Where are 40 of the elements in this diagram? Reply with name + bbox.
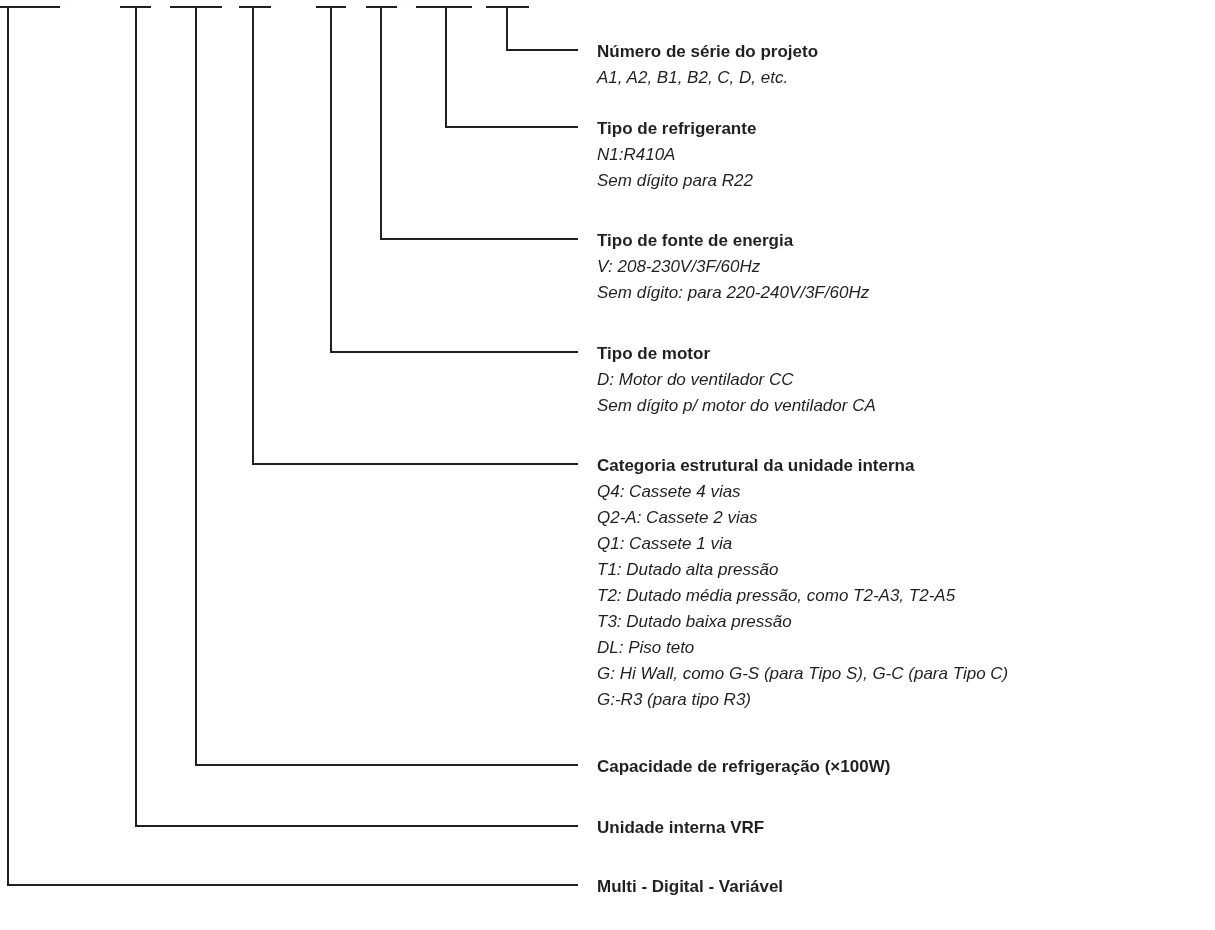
leader-line — [380, 7, 579, 240]
code-description: Sem dígito p/ motor do ventilador CA — [597, 395, 876, 417]
leader-line — [195, 7, 579, 766]
code-description: Q4: Cassete 4 vias — [597, 481, 741, 503]
code-description: Q1: Cassete 1 via — [597, 533, 733, 555]
code-description: T2: Dutado média pressão, como T2-A3, T2-A5 — [597, 585, 956, 607]
code-description: G:-R3 (para tipo R3) — [597, 689, 751, 711]
field-heading: Unidade interna VRF — [597, 817, 765, 839]
leader-line — [135, 7, 579, 827]
code-description: Sem dígito para R22 — [597, 170, 753, 192]
leader-line — [330, 7, 579, 353]
code-slot-line — [120, 6, 151, 8]
code-description: Q2-A: Cassete 2 vias — [597, 507, 758, 529]
code-description: DL: Piso teto — [597, 637, 695, 659]
field-heading: Tipo de fonte de energia — [597, 230, 794, 252]
code-description: T3: Dutado baixa pressão — [597, 611, 792, 633]
code-description: T1: Dutado alta pressão — [597, 559, 779, 581]
code-description: V: 208-230V/3F/60Hz — [597, 256, 761, 278]
field-heading: Multi - Digital - Variável — [597, 876, 784, 898]
code-slot-line — [416, 6, 472, 8]
code-description: N1:R410A — [597, 144, 676, 166]
code-description: G: Hi Wall, como G-S (para Tipo S), G-C (para Tipo C) — [597, 663, 1009, 685]
code-description: Sem dígito: para 220-240V/3F/60Hz — [597, 282, 870, 304]
field-heading: Tipo de refrigerante — [597, 118, 757, 140]
field-heading: Número de série do projeto — [597, 41, 819, 63]
field-heading: Categoria estrutural da unidade interna — [597, 455, 915, 477]
leader-line — [506, 7, 579, 51]
leader-line — [445, 7, 579, 128]
code-description: A1, A2, B1, B2, C, D, etc. — [597, 67, 789, 89]
code-description: D: Motor do ventilador CC — [597, 369, 794, 391]
code-slot-line — [170, 6, 222, 8]
code-slot-line — [239, 6, 271, 8]
leader-line — [7, 7, 579, 886]
code-slot-line — [316, 6, 346, 8]
leader-line — [252, 7, 579, 465]
code-slot-line — [486, 6, 529, 8]
field-heading: Capacidade de refrigeração (×100W) — [597, 756, 891, 778]
field-heading: Tipo de motor — [597, 343, 710, 365]
code-slot-line — [0, 6, 60, 8]
code-slot-line — [366, 6, 397, 8]
